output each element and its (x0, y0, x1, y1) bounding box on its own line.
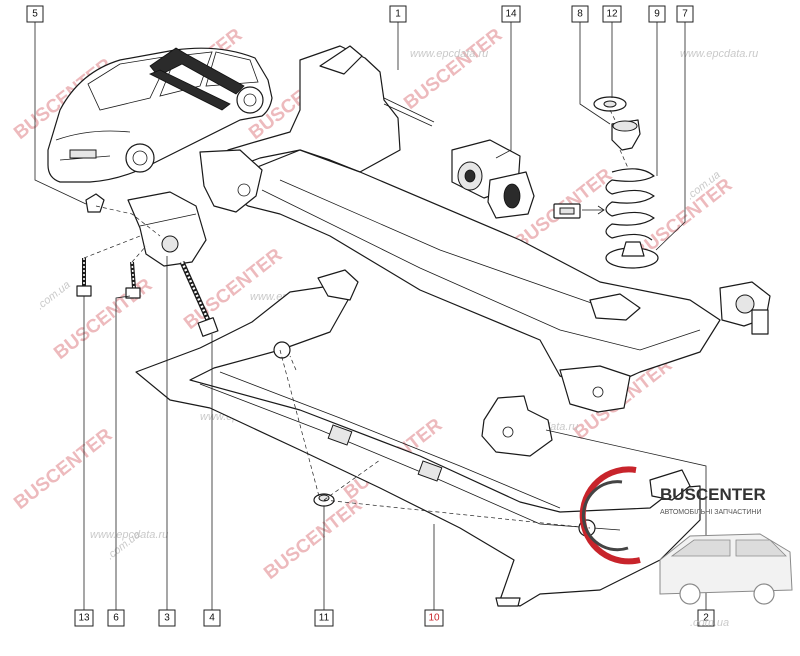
callout-box (697, 609, 715, 627)
spring-pad-part-8 (611, 119, 641, 151)
bushing-part-14 (451, 139, 535, 219)
car-silhouette (47, 47, 273, 183)
callout-box (602, 5, 622, 23)
watermark-epc: www.epcdata.ru (410, 48, 488, 60)
logo-url: .com.ua (690, 617, 729, 629)
callout-box (26, 5, 44, 23)
callout-label-11: 11 (314, 609, 334, 627)
logo-title: BUSCENTER (660, 485, 766, 504)
watermark-brand: BUSCENTER (260, 494, 366, 584)
spring-seat-part-7 (605, 241, 659, 269)
long-bolt-part-4 (179, 260, 219, 337)
callout-text: 6 (113, 613, 119, 624)
callout-text: 12 (606, 9, 618, 20)
callout-text: 4 (209, 613, 215, 624)
callout-box (648, 5, 666, 23)
bolt-part-6 (125, 261, 141, 299)
callout-box (158, 609, 176, 627)
leader-lines (34, 22, 707, 610)
logo-subtitle: АВТОМОБІЛЬНІ ЗАПЧАСТИНИ (660, 509, 761, 516)
callout-label-6: 6 (107, 609, 125, 627)
callout-text: 13 (78, 613, 90, 624)
callout-labels: 5 1 14 8 12 9 7 13 6 3 4 11 10 2 (26, 5, 715, 627)
callout-text: 7 (682, 9, 688, 20)
rear-axle-beam (199, 45, 771, 413)
callout-text: 14 (505, 9, 517, 20)
bolt-part-13 (76, 258, 92, 297)
logo-van-icon (659, 533, 793, 605)
bracket-part-3 (127, 191, 207, 267)
callout-text: 5 (32, 9, 38, 20)
callout-box (203, 609, 221, 627)
callout-label-9: 9 (648, 5, 666, 23)
callout-label-10: 10 (424, 609, 444, 627)
spring-cup-part-12 (593, 96, 627, 112)
callout-label-5: 5 (26, 5, 44, 23)
callout-text: 10 (428, 613, 440, 624)
bracket-part-2 (481, 395, 553, 457)
assembly-dashed-lines (83, 109, 629, 529)
callout-text: 11 (319, 613, 330, 624)
coil-spring-part-9 (605, 168, 655, 241)
callout-box (107, 609, 125, 627)
callout-box (571, 5, 589, 23)
spring-insulator-tag (553, 203, 605, 219)
watermark-brand: BUSCENTER (400, 24, 506, 114)
callout-box (314, 609, 334, 627)
callout-text: 1 (395, 9, 401, 20)
callout-box (501, 5, 521, 23)
callout-label-3: 3 (158, 609, 176, 627)
callout-box (389, 5, 407, 23)
callout-label-8: 8 (571, 5, 589, 23)
callout-label-12: 12 (602, 5, 622, 23)
callout-text: 9 (654, 9, 660, 20)
watermark-epc: www.epcdata.ru (90, 529, 168, 541)
callout-label-2: 2 (697, 609, 715, 627)
callout-text: 2 (703, 613, 709, 624)
callout-box (676, 5, 694, 23)
callout-label-1: 1 (389, 5, 407, 23)
buscenter-logo: BUSCENTER АВТОМОБІЛЬНІ ЗАПЧАСТИНИ .com.u… (579, 466, 793, 629)
callout-label-14: 14 (501, 5, 521, 23)
callout-text: 3 (164, 613, 170, 624)
callout-box (74, 609, 94, 627)
watermark-site: .com.ua (34, 279, 72, 313)
callout-label-13: 13 (74, 609, 94, 627)
callout-label-4: 4 (203, 609, 221, 627)
callout-text: 8 (577, 9, 583, 20)
bump-stop-part-5 (85, 193, 105, 213)
watermark-brand: BUSCENTER (10, 424, 116, 514)
callout-label-7: 7 (676, 5, 694, 23)
callout-box (424, 609, 444, 627)
watermark-epc: www.epcdata.ru (680, 48, 758, 60)
